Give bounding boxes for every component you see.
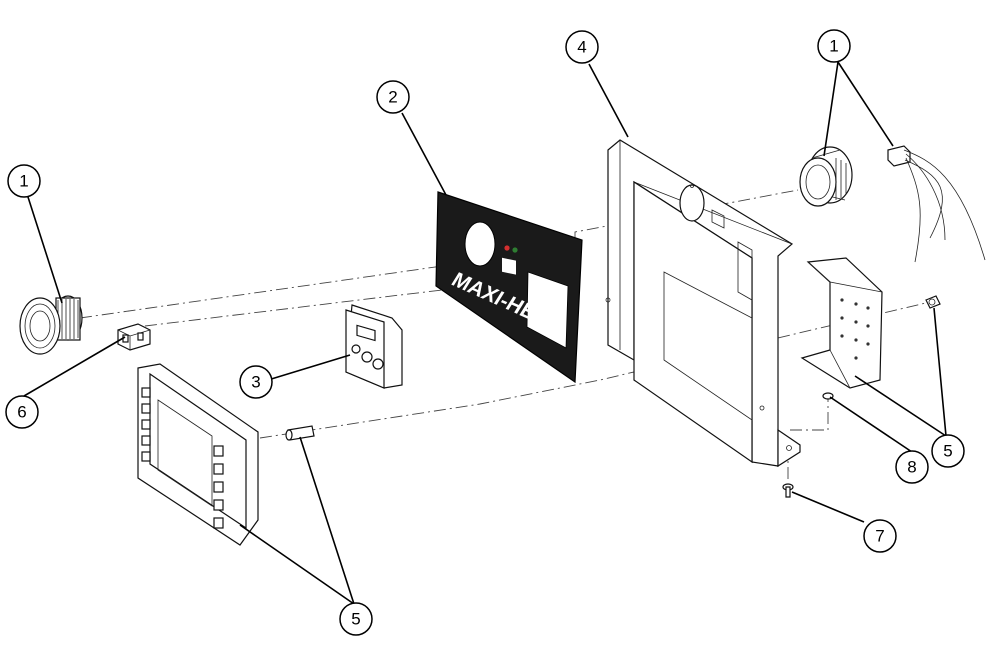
mounting-bracket-part — [605, 139, 801, 468]
callout-1-left: 1 — [7, 164, 41, 198]
display-buttons-left — [141, 387, 151, 462]
callout-5-bottom-label: 5 — [351, 610, 360, 629]
shield-holes — [840, 298, 870, 360]
thermostat-part — [345, 304, 403, 389]
pin-part — [285, 425, 315, 441]
callout-6: 6 — [5, 395, 39, 429]
leader-lines — [23, 61, 947, 605]
display-buttons-right — [213, 445, 224, 529]
callout-5-bottom: 5 — [339, 602, 373, 636]
callout-7-label: 7 — [875, 527, 884, 546]
perforated-shield-part — [800, 257, 883, 389]
callout-5-right: 5 — [931, 434, 965, 468]
clip-part — [925, 295, 941, 309]
callout-3: 3 — [239, 365, 273, 399]
callout-5-right-label: 5 — [943, 442, 952, 461]
callout-1-left-label: 1 — [19, 172, 28, 191]
callout-8-label: 8 — [907, 458, 916, 477]
callout-8: 8 — [895, 450, 929, 484]
callout-1-right: 1 — [817, 29, 851, 63]
callout-3-label: 3 — [251, 373, 260, 392]
digital-display-part — [137, 363, 259, 546]
gauge-connector-part — [887, 145, 986, 263]
gauge-left-part — [19, 295, 83, 355]
callout-4-label: 4 — [577, 38, 586, 57]
callout-7: 7 — [863, 519, 897, 553]
callout-2: 2 — [376, 80, 410, 114]
callout-1-right-label: 1 — [829, 37, 838, 56]
gauge-right-part — [799, 146, 853, 207]
maxi-heat-panel-part: MAXI-HEAT — [435, 191, 583, 384]
screw-part — [782, 483, 794, 498]
callout-2-label: 2 — [388, 88, 397, 107]
callout-4: 4 — [565, 30, 599, 64]
switch-part — [117, 323, 151, 351]
callout-6-label: 6 — [17, 403, 26, 422]
